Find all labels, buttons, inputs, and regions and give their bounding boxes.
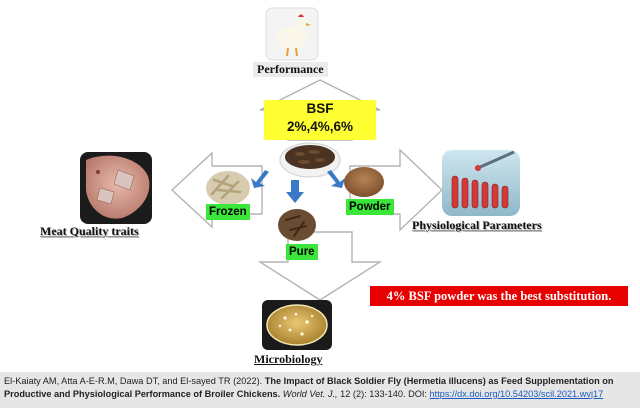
larvae-bowl-icon xyxy=(279,142,341,178)
pure-tag: Pure xyxy=(286,244,318,260)
bsf-concentration-box: BSF 2%,4%,6% xyxy=(264,100,376,140)
citation-journal: World Vet. J., xyxy=(282,388,338,399)
citation-doi-link[interactable]: https://dx.doi.org/10.54203/scil.2021.wv… xyxy=(429,388,604,399)
pure-larvae-icon xyxy=(278,209,316,241)
powder-tag: Powder xyxy=(346,199,394,215)
bsf-levels: 2%,4%,6% xyxy=(286,119,354,134)
citation-volume: 12 (2): 133-140. DOI: xyxy=(340,388,427,399)
citation-title: The Impact of Black Soldier Fly (Hermeti… xyxy=(4,376,614,399)
blue-arrows xyxy=(251,170,345,203)
frozen-larvae-icon xyxy=(206,171,250,205)
meat-quality-label: Meat Quality traits xyxy=(40,224,139,238)
result-highlight: 4% BSF powder was the best substitution. xyxy=(370,286,628,306)
powder-icon xyxy=(344,167,384,197)
frozen-tag: Frozen xyxy=(206,204,250,220)
performance-label: Performance xyxy=(253,62,328,77)
physiological-label: Physiological Parameters xyxy=(412,218,542,232)
arrow-to-microbiology xyxy=(257,231,383,301)
citation-footer: El-Kaiaty AM, Atta A-E-R.M, Dawa DT, and… xyxy=(0,372,640,408)
chicken-icon xyxy=(265,7,319,61)
bsf-label: BSF xyxy=(306,101,334,116)
citation-authors: El-Kaiaty AM, Atta A-E-R.M, Dawa DT, and… xyxy=(4,376,263,386)
petri-dish-icon xyxy=(262,300,332,350)
microbiology-label: Microbiology xyxy=(254,352,323,366)
meat-icon xyxy=(80,152,152,224)
blood-tubes-icon xyxy=(442,150,520,216)
